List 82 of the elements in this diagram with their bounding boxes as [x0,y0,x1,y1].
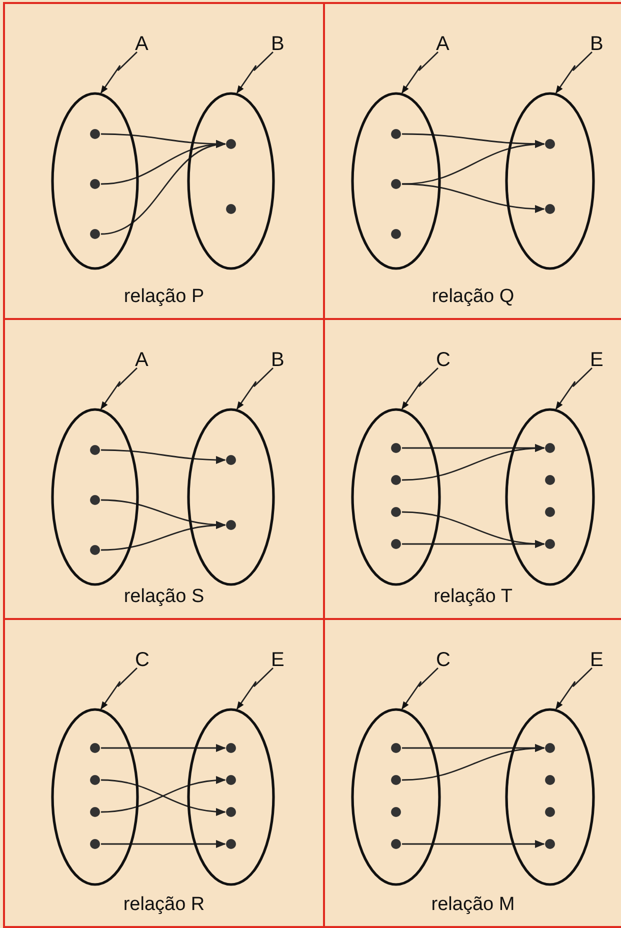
element-dot [90,445,100,455]
arrow [101,449,226,464]
relation-caption: relação S [124,586,204,608]
element-dot [391,179,401,189]
arrow [402,840,545,848]
relation-panel [3,618,325,928]
arrow [100,521,226,551]
leader-line [401,668,438,710]
element-dot [545,807,555,817]
set-name: A [135,33,148,55]
leader-line [401,52,438,94]
element-dot [226,775,236,785]
leader-line [555,368,592,410]
element-dot [226,520,236,530]
leader-line [236,668,274,710]
set-name: A [135,349,148,371]
element-dot [391,775,401,785]
element-dot [391,129,401,139]
element-dot [391,839,401,849]
set-name: C [135,649,150,671]
relation-caption: relação Q [432,286,514,308]
element-dot [90,545,100,555]
element-dot [545,539,555,549]
arrow [101,744,226,752]
element-dot [545,204,555,214]
arrow [402,140,545,185]
relation-caption: relação P [124,286,204,308]
element-dot [226,455,236,465]
element-dot [90,495,100,505]
element-dot [391,229,401,239]
leader-line [236,52,274,94]
element-dot [391,807,401,817]
element-dot [391,507,401,517]
arrow [402,744,545,781]
element-dot [545,139,555,149]
element-dot [545,743,555,753]
element-dot [90,775,100,785]
relation-caption: relação R [123,894,205,916]
arrow [101,840,226,848]
relation-caption: relação M [431,894,515,916]
element-dot [545,775,555,785]
leader-line [100,368,138,410]
set-name: B [271,33,284,55]
leader-line [100,52,138,94]
set-name: E [271,649,284,671]
relation-panel [3,2,325,320]
element-dot [545,443,555,453]
element-dot [545,839,555,849]
leader-line [236,368,274,410]
arrow [100,141,226,235]
set-name: B [271,349,284,371]
set-name: C [436,349,450,371]
element-dot [226,204,236,214]
element-dot [545,507,555,517]
set-name: A [436,33,450,55]
element-dot [90,179,100,189]
relation-caption: relação T [434,586,512,608]
element-dot [90,129,100,139]
arrow [402,183,545,213]
element-dot [391,475,401,485]
element-dot [226,839,236,849]
element-dot [391,743,401,753]
set-name: E [590,349,604,371]
leader-line [100,668,138,710]
arrow [402,540,545,548]
element-dot [90,229,100,239]
element-dot [90,807,100,817]
element-dot [90,743,100,753]
set-name: C [436,649,450,671]
leader-line [555,52,592,94]
element-dot [391,443,401,453]
element-dot [391,539,401,549]
arrow [402,444,545,481]
element-dot [226,743,236,753]
set-name: E [590,649,604,671]
element-dot [545,475,555,485]
element-dot [226,139,236,149]
element-dot [90,839,100,849]
set-name: B [590,33,604,55]
leader-line [401,368,438,410]
element-dot [226,807,236,817]
leader-line [555,668,592,710]
